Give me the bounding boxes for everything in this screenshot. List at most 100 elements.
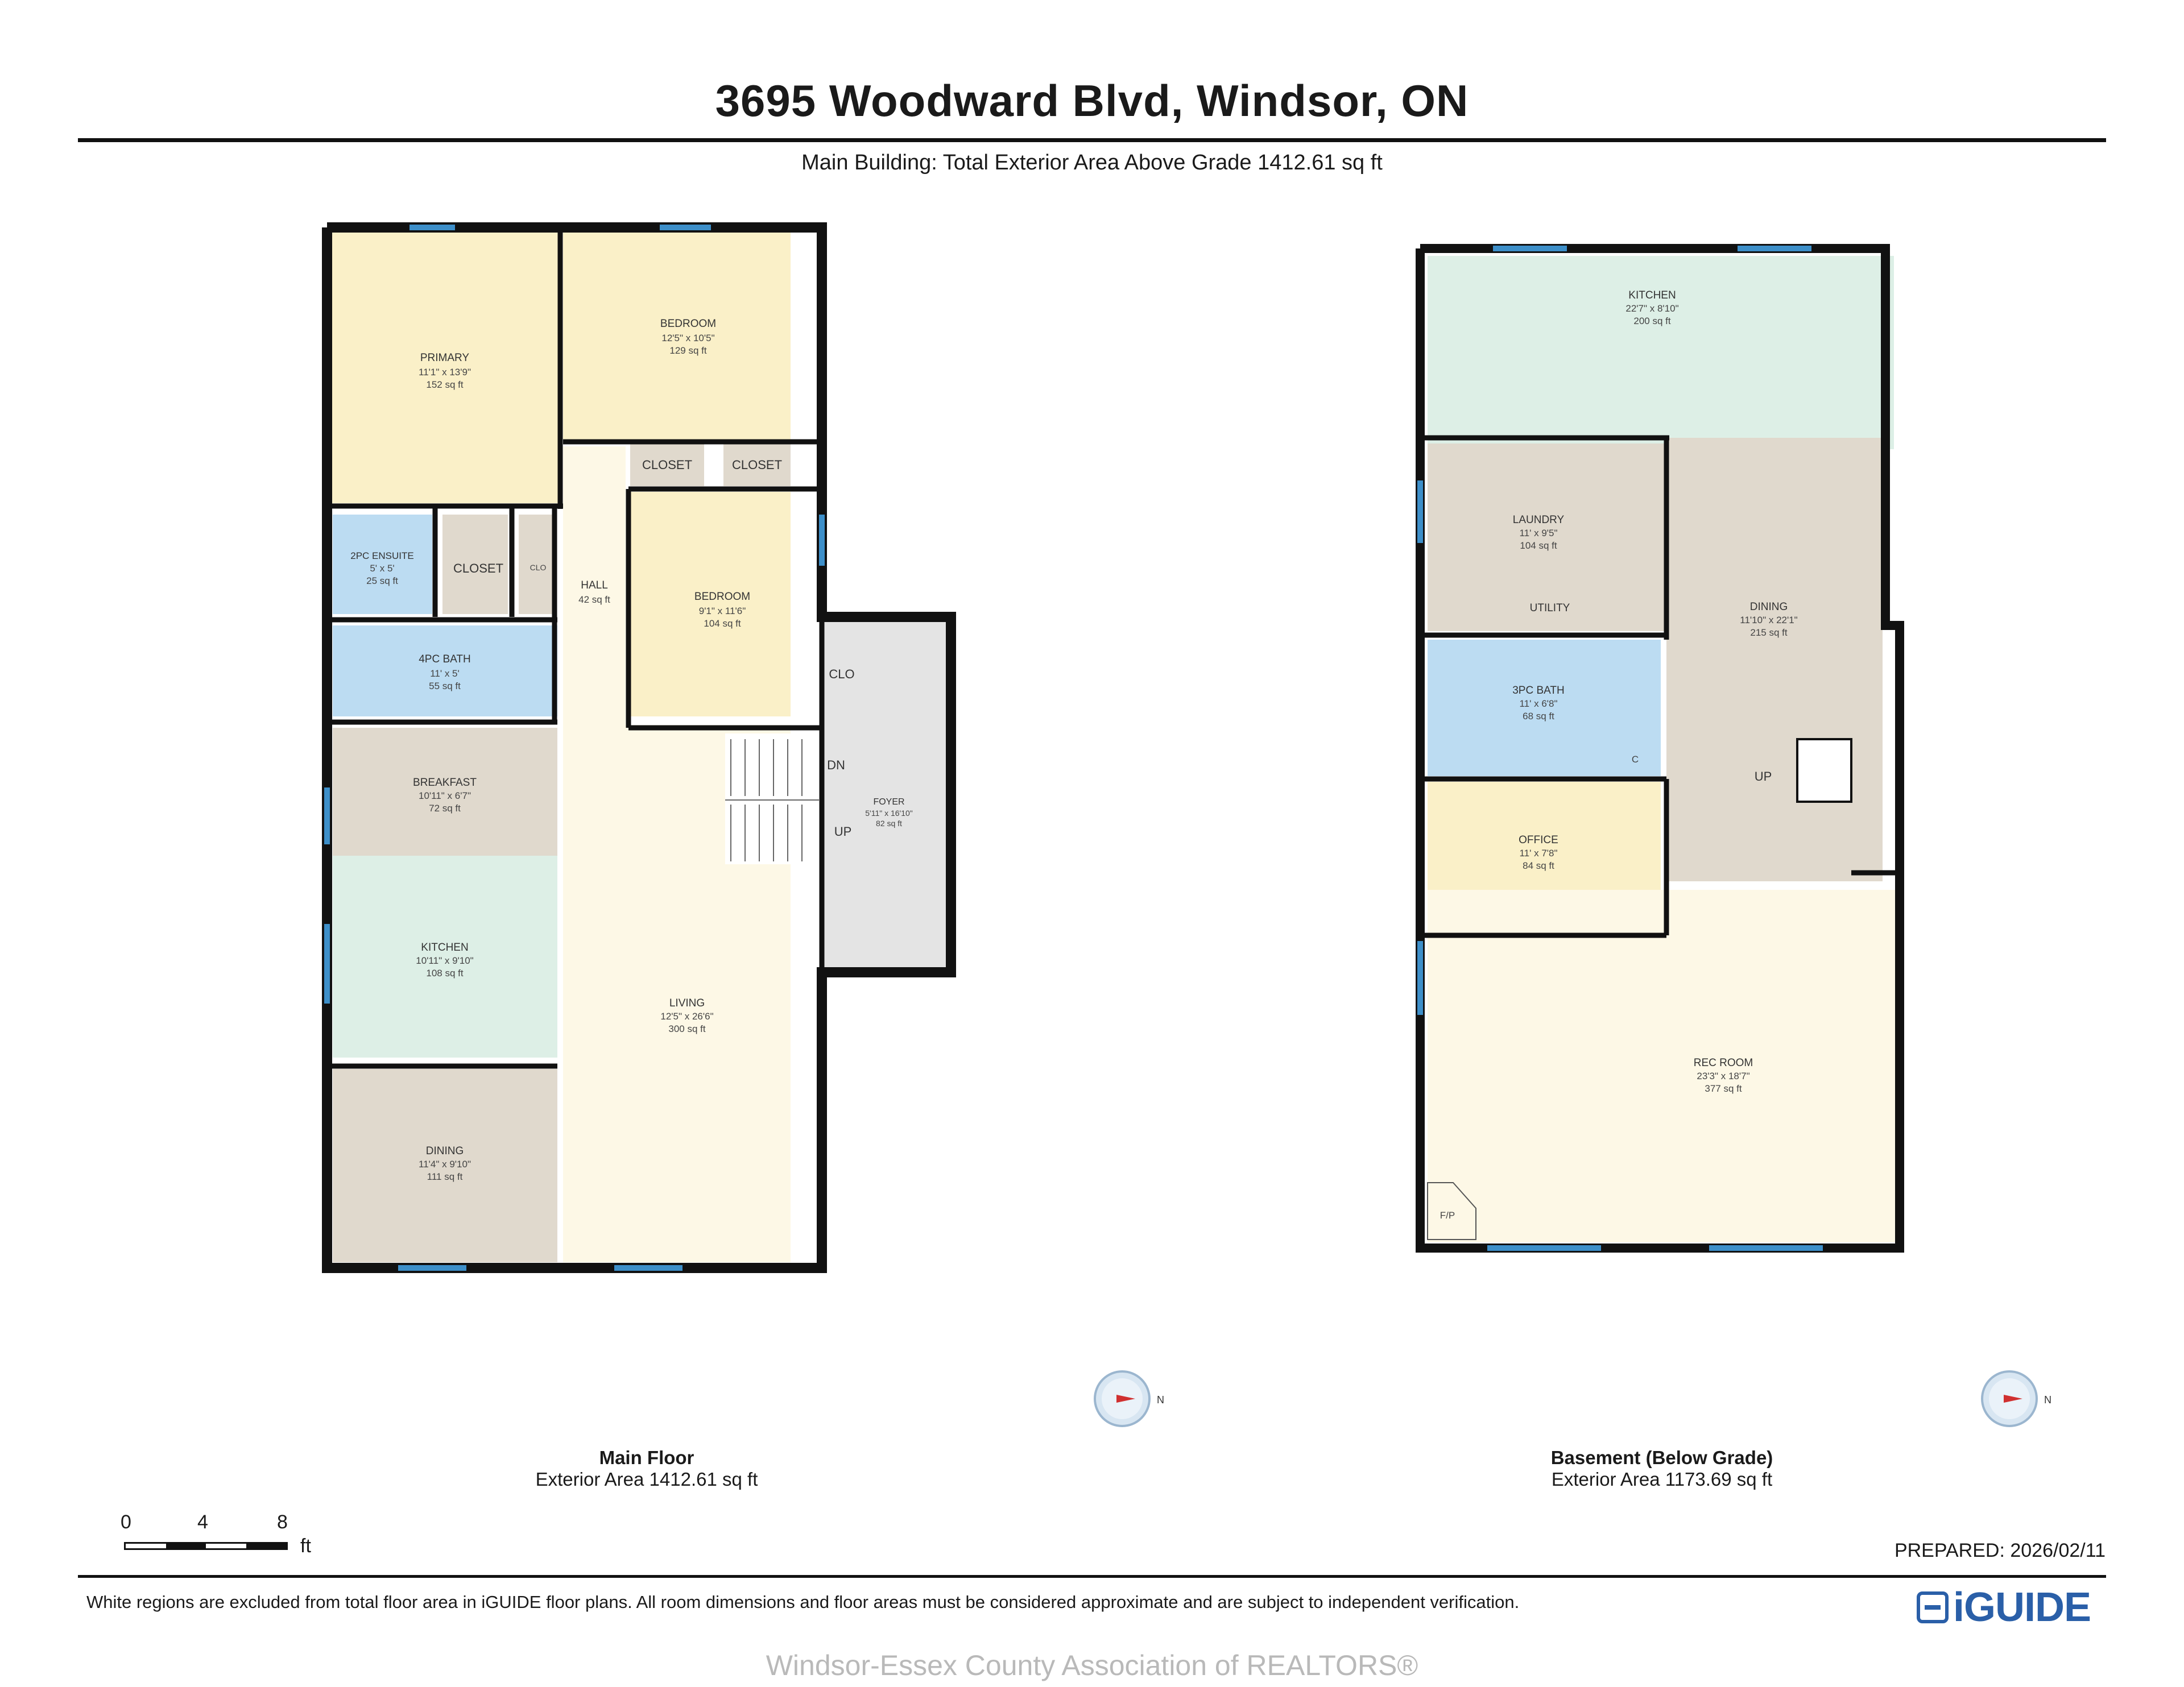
label-office-dims: 11' x 7'8" <box>1519 848 1557 859</box>
label-closet-b: CLOSET <box>732 458 782 472</box>
label-clo-foyer: CLO <box>829 667 854 681</box>
compass-basement-icon: N <box>1981 1370 2051 1427</box>
compass-main-n: N <box>1157 1394 1164 1406</box>
label-bkitchen-dims: 22'7" x 8'10" <box>1625 303 1678 314</box>
room-ensuite <box>333 515 432 614</box>
room-closet-c <box>442 515 508 614</box>
label-utility: UTILITY <box>1530 602 1570 614</box>
label-bcloset: C <box>1632 754 1639 765</box>
exterior-walls <box>322 222 956 1273</box>
label-living-area: 300 sq ft <box>668 1023 705 1034</box>
label-bedroom2-area: 104 sq ft <box>704 618 741 629</box>
label-foyer-name: FOYER <box>873 797 904 807</box>
prepared-date: PREPARED: 2026/02/11 <box>1894 1540 2106 1561</box>
label-primary-dims: 11'1" x 13'9" <box>419 367 471 378</box>
header-divider <box>78 138 2106 142</box>
room-closet-a <box>630 443 704 486</box>
label-bbath-area: 68 sq ft <box>1523 711 1554 722</box>
room-bath <box>333 625 557 716</box>
basement-interior-walls <box>1420 435 1900 938</box>
label-bdining-name: DINING <box>1750 601 1788 613</box>
label-stairs-down: DN <box>827 758 845 772</box>
label-bstairs-up: UP <box>1755 769 1772 784</box>
label-breakfast-dims: 10'11" x 6'7" <box>419 790 471 801</box>
label-rec-area: 377 sq ft <box>1705 1083 1742 1094</box>
label-ensuite-dims: 5' x 5' <box>370 563 394 574</box>
room-kitchen <box>333 856 557 1058</box>
label-ensuite-area: 25 sq ft <box>366 575 398 586</box>
footer-divider <box>78 1575 2106 1578</box>
label-dining-area: 111 sq ft <box>427 1171 463 1182</box>
windows <box>324 225 825 1271</box>
label-bedroom2-dims: 9'1" x 11'6" <box>699 606 746 616</box>
label-closet-c: CLOSET <box>453 561 503 575</box>
label-office-area: 84 sq ft <box>1523 860 1554 871</box>
label-dining-dims: 11'4" x 9'10" <box>419 1159 471 1170</box>
label-laundry-area: 104 sq ft <box>1520 540 1557 551</box>
label-clo-small: CLO <box>530 563 547 572</box>
label-foyer-area: 82 sq ft <box>876 819 902 828</box>
label-living-dims: 12'5" x 26'6" <box>660 1011 713 1022</box>
label-bedroom1-name: BEDROOM <box>660 318 716 330</box>
page-title: 3695 Woodward Blvd, Windsor, ON <box>715 76 1469 126</box>
scale-tick-4: 4 <box>197 1511 208 1533</box>
room-primary <box>330 230 560 503</box>
label-dining-name: DINING <box>426 1145 464 1157</box>
label-bkitchen-name: KITCHEN <box>1628 289 1676 301</box>
label-hall-area: 42 sq ft <box>578 594 610 605</box>
label-kitchen-name: KITCHEN <box>421 942 468 954</box>
label-bath-name: 4PC BATH <box>419 653 471 665</box>
label-hall-name: HALL <box>581 579 608 591</box>
label-fireplace: F/P <box>1440 1210 1455 1221</box>
label-laundry-dims: 11' x 9'5" <box>1519 528 1557 538</box>
room-basement-dining <box>1666 438 1883 881</box>
watermark: Windsor-Essex County Association of REAL… <box>766 1649 1418 1681</box>
room-breakfast <box>333 728 557 856</box>
room-foyer <box>822 617 956 975</box>
label-ensuite-name: 2PC ENSUITE <box>350 550 413 561</box>
room-hall <box>563 446 626 770</box>
label-bbath-name: 3PC BATH <box>1512 685 1565 697</box>
disclaimer: White regions are excluded from total fl… <box>86 1592 1520 1612</box>
basement-caption: Basement (Below Grade) Exterior Area 117… <box>1406 1447 1918 1490</box>
label-bkitchen-area: 200 sq ft <box>1633 316 1670 326</box>
iguide-logo-text: iGUIDE <box>1953 1585 2091 1630</box>
label-breakfast-name: BREAKFAST <box>413 777 477 789</box>
main-floor-caption: Main Floor Exterior Area 1412.61 sq ft <box>391 1447 903 1490</box>
stair-treads <box>725 739 819 861</box>
interior-walls <box>327 227 825 1069</box>
label-bedroom1-area: 129 sq ft <box>669 345 706 356</box>
label-laundry-name: LAUNDRY <box>1513 514 1565 526</box>
compass-basement-n: N <box>2044 1394 2051 1406</box>
basement-area: Exterior Area 1173.69 sq ft <box>1551 1469 1773 1490</box>
stairs <box>725 733 819 864</box>
scale-unit: ft <box>300 1535 311 1557</box>
label-bdining-dims: 11'10" x 22'1" <box>1740 615 1797 625</box>
label-rec-dims: 23'3" x 18'7" <box>1697 1071 1749 1081</box>
iguide-logo-icon <box>1917 1591 1949 1623</box>
label-bath-area: 55 sq ft <box>429 681 461 691</box>
basement-exterior-walls <box>1416 244 1904 1253</box>
fireplace <box>1427 1182 1476 1240</box>
room-basement-kitchen <box>1428 256 1894 449</box>
label-office-name: OFFICE <box>1519 834 1558 846</box>
label-bedroom1-dims: 12'5" x 10'5" <box>661 333 714 343</box>
label-living-name: LIVING <box>669 997 705 1009</box>
label-kitchen-dims: 10'11" x 9'10" <box>416 955 473 966</box>
basement-windows <box>1417 246 1823 1251</box>
label-stairs-up: UP <box>834 824 852 839</box>
room-bedroom-1 <box>563 230 791 441</box>
scale-bar: 0 4 8 ft <box>119 1511 324 1562</box>
scale-tick-0: 0 <box>121 1511 131 1533</box>
scale-bar-graphic <box>124 1542 288 1550</box>
room-clo-small <box>519 515 553 614</box>
label-bdining-area: 215 sq ft <box>1750 627 1787 638</box>
scale-tick-8: 8 <box>277 1511 288 1533</box>
basement-name: Basement (Below Grade) <box>1550 1447 1773 1468</box>
page-subtitle: Main Building: Total Exterior Area Above… <box>801 151 1383 175</box>
label-breakfast-area: 72 sq ft <box>429 803 461 814</box>
iguide-logo: iGUIDE <box>1917 1585 2091 1630</box>
label-closet-a: CLOSET <box>642 458 692 472</box>
label-bbath-dims: 11' x 6'8" <box>1519 698 1557 709</box>
room-basement-laundry <box>1428 443 1666 631</box>
